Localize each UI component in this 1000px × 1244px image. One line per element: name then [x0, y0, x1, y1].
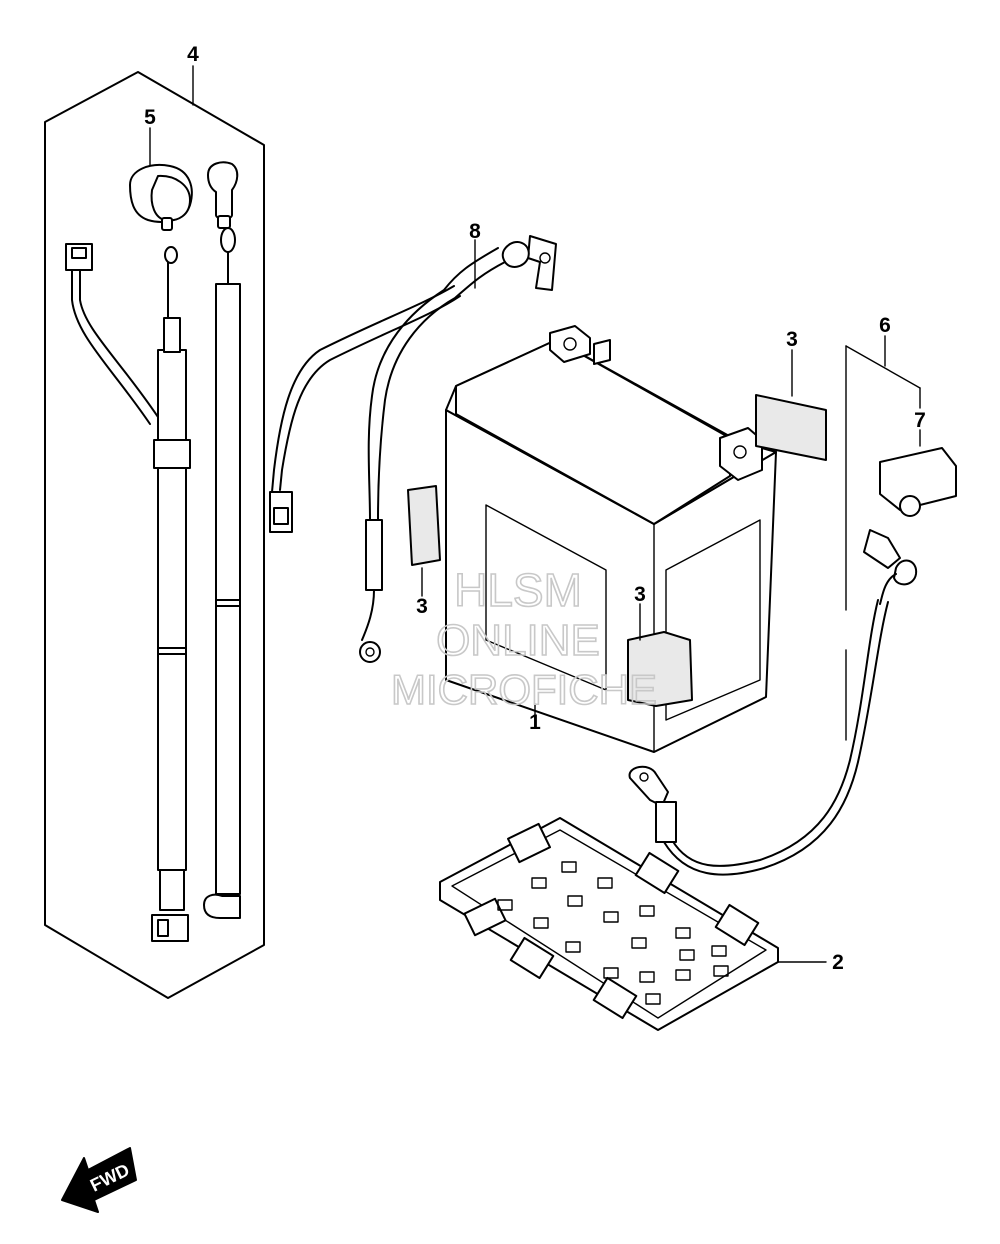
sticker-left — [407, 485, 441, 597]
watermark-line-2: ONLINE — [436, 616, 600, 665]
battery-cable-part — [269, 235, 557, 663]
sticker-top — [755, 349, 827, 461]
harness-connector-top — [65, 243, 161, 425]
battery-tray-part — [439, 817, 827, 1031]
watermark: HLSM ONLINE MICROFICHE — [390, 563, 658, 714]
battery-part — [445, 325, 777, 753]
sticker-right — [627, 603, 693, 707]
fwd-arrow-icon: FWD — [61, 1147, 137, 1213]
callout-3-top: 3 — [786, 328, 798, 351]
callout-4: 4 — [187, 43, 199, 66]
callout-6: 6 — [879, 314, 891, 337]
harness-tube-right — [203, 227, 241, 919]
watermark-line-3: MICROFICHE — [391, 666, 657, 713]
harness-tube-left — [151, 246, 191, 942]
callout-2: 2 — [832, 951, 844, 974]
callout-numbers: 4 5 8 3 6 7 3 3 1 2 — [144, 43, 926, 974]
callout-8: 8 — [469, 220, 481, 243]
wiring-kit-box — [44, 65, 265, 999]
boot-part — [207, 161, 239, 229]
callout-1: 1 — [529, 711, 541, 734]
terminal-cable-part — [628, 335, 921, 876]
terminal-cap-part — [879, 429, 957, 517]
callout-3-right: 3 — [634, 583, 646, 606]
callout-5: 5 — [144, 106, 156, 129]
callout-7: 7 — [914, 409, 926, 432]
watermark-line-1: HLSM — [454, 564, 582, 616]
callout-3-left: 3 — [416, 595, 428, 618]
cap-part — [129, 127, 193, 231]
